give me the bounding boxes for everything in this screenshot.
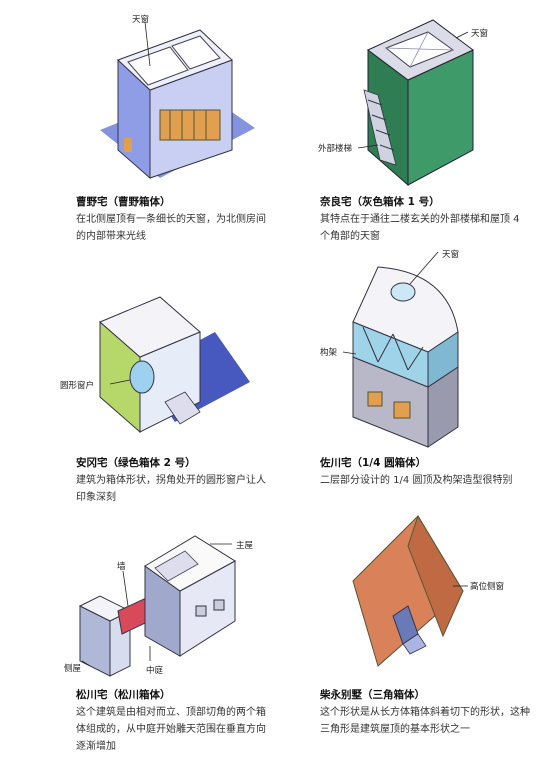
house-item-4: 天窗 构架 佐川宅（1/4 圆箱体） 二层部分设计的 1/4 圆顶及构架造型很特… — [268, 250, 537, 512]
item-title-5: 松川宅（松川箱体） — [76, 689, 171, 701]
house-item-1: 天窗 曹野宅（曹野箱体） 在北侧屋顶有一条细长的天窗，为北侧房间的内部带来光线 — [0, 0, 268, 260]
sagawa-house-illustration — [342, 251, 459, 448]
item-title-2: 奈良宅（灰色箱体 1 号） — [320, 196, 440, 208]
label-frame: 构架 — [320, 348, 338, 358]
yasuoka-house-illustration — [99, 296, 250, 434]
house-item-6: 高位侧窗 柴永别墅（三角箱体） 这个形状是从长方体箱体斜着切下的形状，这种三角形… — [268, 514, 537, 782]
house-item-3: 圆形窗户 安冈宅（绿色箱体 2 号） 建筑为箱体形状，拐角处开的圆形窗户让人印象… — [0, 262, 268, 512]
label-courtyard: 中庭 — [146, 666, 164, 676]
item-desc-5: 这个建筑是由相对而立、顶部切角的两个箱体组成的，从中庭开始雕天范围在垂直方向逐渐… — [76, 707, 266, 752]
shibanaga-villa-illustration — [352, 514, 468, 667]
label-skylight-4: 天窗 — [442, 250, 460, 260]
label-clerestory-window: 高位侧窗 — [470, 582, 505, 592]
item-desc-1: 在北侧屋顶有一条细长的天窗，为北侧房间的内部带来光线 — [76, 214, 266, 242]
item-title-4: 佐川宅（1/4 圆箱体） — [320, 457, 427, 469]
item-desc-4: 二层部分设计的 1/4 圆顶及构架造型很特别 — [320, 475, 513, 486]
item-title-3: 安冈宅（绿色箱体 2 号） — [76, 457, 196, 469]
label-external-stairs: 外部楼梯 — [318, 144, 353, 154]
nara-house-illustration — [357, 19, 474, 187]
label-main-house: 主屋 — [236, 541, 254, 551]
label-round-window: 圆形窗户 — [60, 381, 95, 391]
item-desc-6: 这个形状是从长方体箱体斜着切下的形状，这种三角形是建筑屋顶的基本形状之一 — [320, 707, 530, 735]
label-skylight-2: 天窗 — [471, 29, 489, 39]
matsukawa-house-illustration — [78, 535, 236, 677]
label-side-house: 侧屋 — [64, 664, 82, 674]
house-item-2: 天窗 外部楼梯 奈良宅（灰色箱体 1 号） 其特点在于通往二楼玄关的外部楼梯和屋… — [268, 0, 537, 260]
item-desc-3: 建筑为箱体形状，拐角处开的圆形窗户让人印象深刻 — [76, 475, 266, 503]
label-wall: 墙 — [117, 562, 126, 572]
label-skylight-1: 天窗 — [132, 15, 150, 25]
item-title-1: 曹野宅（曹野箱体） — [76, 196, 171, 208]
item-desc-2: 其特点在于通往二楼玄关的外部楼梯和屋顶 4 个角部的天窗 — [320, 214, 520, 242]
item-title-6: 柴永别墅（三角箱体） — [320, 689, 425, 701]
house-item-5: 主屋 墙 侧屋 中庭 松川宅（松川箱体） 这个建筑是由相对而立、顶部切角的两个箱… — [0, 516, 268, 782]
sone-house-illustration — [100, 21, 255, 180]
